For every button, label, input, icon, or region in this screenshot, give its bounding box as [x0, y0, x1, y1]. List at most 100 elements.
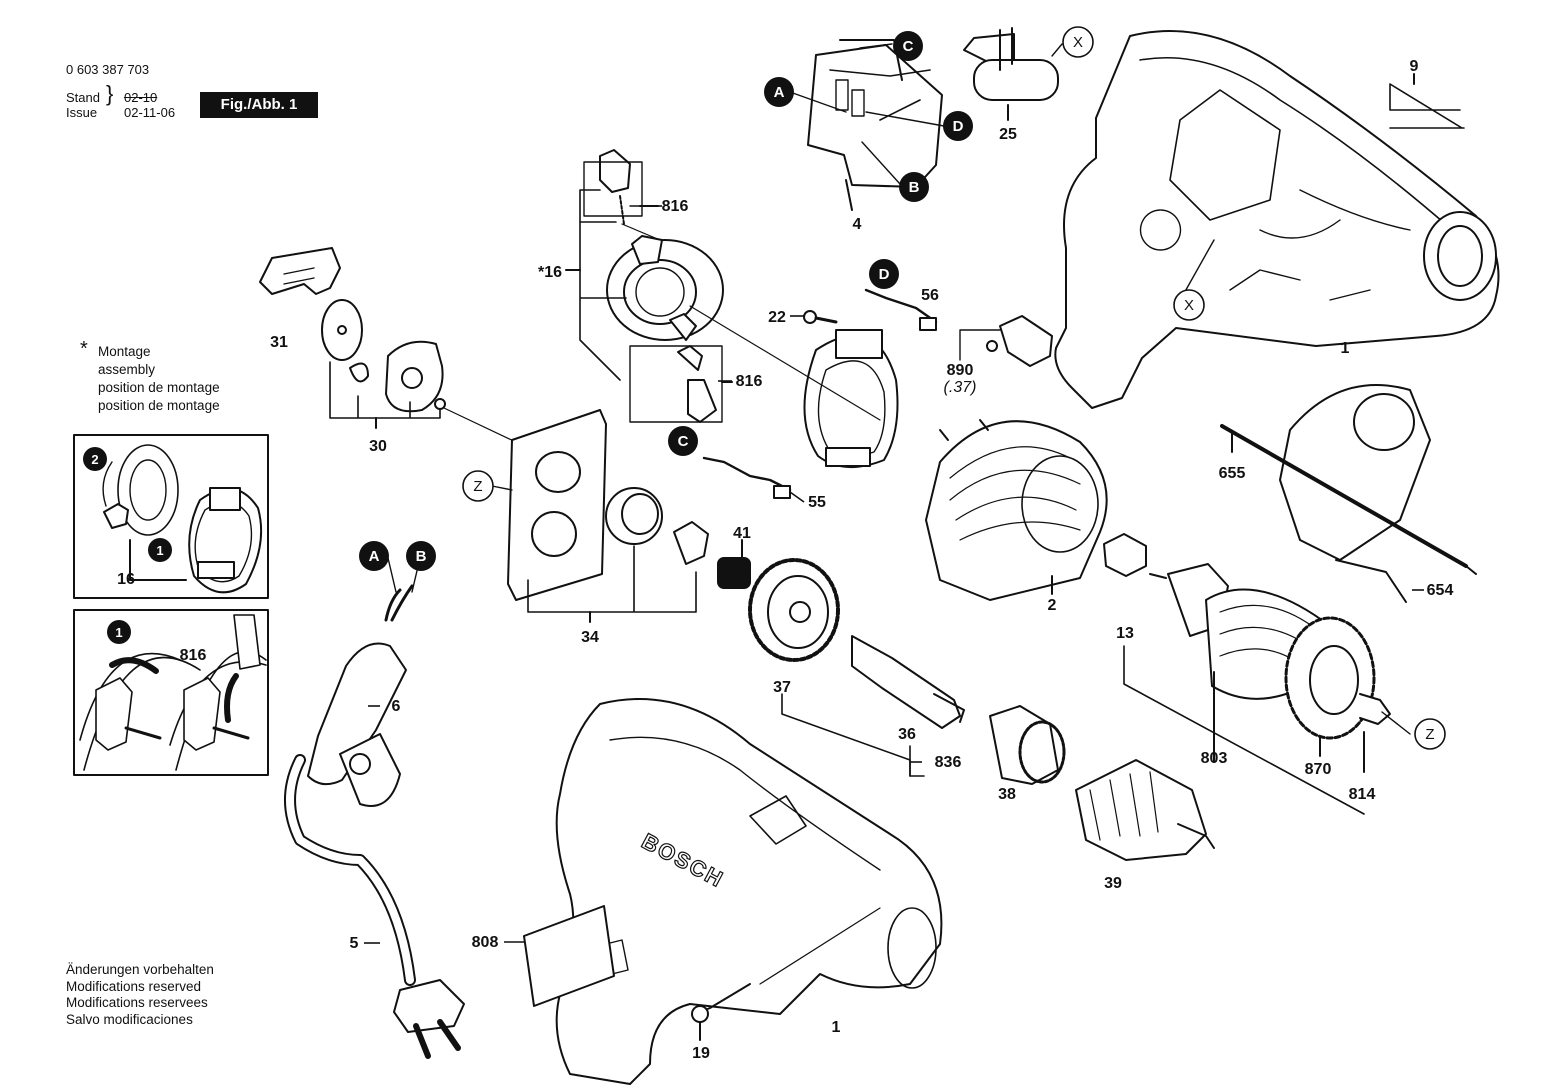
issue-label: Issue — [66, 105, 98, 120]
callout-d-contact — [869, 259, 899, 289]
clamp-890 — [959, 315, 1053, 367]
callout-d-switch — [943, 111, 973, 141]
part-label: 654 — [1427, 582, 1454, 599]
part-label: 816 — [736, 373, 763, 390]
part-label: 30 — [369, 438, 387, 455]
assembly-line: position de montage — [98, 398, 220, 413]
callout-letter: A — [774, 84, 785, 101]
bracket-34 — [527, 545, 697, 613]
part-label: 1 — [1341, 340, 1350, 357]
callout-letter: C — [903, 38, 914, 55]
bearing-13 — [1103, 533, 1147, 577]
assembly-line: assembly — [98, 362, 156, 377]
bearing-plate-34 — [507, 409, 607, 601]
inset-brush-holder — [188, 487, 263, 594]
wire-b — [390, 584, 414, 622]
carbon-brush-upper — [599, 149, 631, 225]
cable-clip-25 — [963, 27, 1059, 121]
callout-b-cord — [406, 541, 436, 571]
footer-note: Modifications reservees — [66, 995, 208, 1010]
figure-label: Fig./Abb. 1 — [200, 92, 318, 118]
callout-letter: B — [416, 548, 427, 565]
part-label: 6 — [392, 698, 401, 715]
part-label: 25 — [999, 126, 1017, 143]
part-label: 36 — [898, 726, 916, 743]
part-label: 803 — [1201, 750, 1228, 767]
needle-bearing-41 — [717, 557, 751, 589]
callout-a-switch — [764, 77, 794, 107]
gear-37 — [748, 558, 840, 662]
label-strip-9 — [1389, 73, 1465, 129]
callout-letter: A — [369, 548, 380, 565]
part-label: 13 — [1116, 625, 1134, 642]
bracket-16 — [579, 189, 627, 381]
stand-label: Stand — [66, 90, 100, 105]
bracket-glyph: } — [106, 81, 114, 106]
callout-letter: 2 — [91, 452, 98, 467]
part-label: 19 — [692, 1045, 710, 1062]
cam-30 — [385, 340, 444, 413]
callout-z-armature — [1414, 718, 1446, 750]
callout-x-clip — [1062, 26, 1094, 58]
plug-5 — [393, 979, 465, 1059]
part-label: 808 — [472, 934, 499, 951]
inset-brush-insert — [79, 614, 267, 771]
brush-holder-ring-16 — [606, 235, 724, 341]
inset-arrow-1 — [109, 657, 159, 674]
callout-2-inset — [83, 447, 107, 471]
contact-56 — [864, 288, 938, 331]
inset-arrow-2 — [224, 673, 239, 723]
callout-letter: D — [953, 118, 964, 135]
inset-box-16 — [73, 434, 269, 599]
gear-38 — [989, 705, 1066, 785]
stand-date: 02-10 — [124, 90, 158, 105]
part-label: 9 — [1410, 58, 1419, 75]
callout-c-contact — [668, 426, 698, 456]
depth-rod-655 — [1220, 424, 1468, 568]
callout-letter: B — [909, 179, 920, 196]
callout-1-inset-b — [107, 620, 131, 644]
callout-letter: X — [1184, 297, 1194, 314]
callout-letter: Z — [1425, 726, 1434, 743]
part-label: 31 — [270, 334, 288, 351]
inset-brush-ring — [102, 444, 179, 536]
callout-filled-group — [83, 31, 973, 644]
part-label: 37 — [773, 679, 791, 696]
callout-letter: C — [678, 433, 689, 450]
part-label: 816 — [662, 198, 689, 215]
label-808 — [523, 905, 615, 1007]
fan-870 — [1284, 616, 1391, 740]
assembly-line: Montage — [98, 344, 151, 359]
washer-30 — [321, 299, 363, 361]
assembly-marker: * — [80, 338, 88, 360]
footer-note: Modifications reserved — [66, 978, 202, 994]
issue-date: 02-11-06 — [124, 105, 176, 120]
screw-22 — [803, 310, 838, 324]
part-label: 890 — [947, 362, 974, 379]
part-label: 34 — [581, 629, 599, 646]
part-label: 39 — [1104, 875, 1122, 892]
part-label: 814 — [1349, 786, 1376, 803]
part-label: (.37) — [944, 379, 977, 396]
spring-30 — [349, 362, 369, 383]
bracket-816-a — [583, 161, 643, 217]
drawing-number: 0 603 387 703 — [66, 62, 150, 77]
part-label: 1 — [832, 1019, 841, 1036]
axis-line-16 — [689, 305, 881, 421]
part-label: 38 — [998, 786, 1016, 803]
part-label: 16 — [117, 571, 135, 588]
housing-half-bottom — [555, 698, 943, 1085]
bracket-816-b — [629, 345, 723, 423]
bracket-836 — [781, 693, 911, 777]
shaft-36 — [851, 635, 965, 729]
callout-letter: X — [1073, 34, 1083, 51]
callout-1-inset — [148, 538, 172, 562]
bearing-34 — [605, 487, 663, 545]
sleeve-34 — [673, 521, 709, 565]
part-label: 4 — [853, 216, 862, 233]
callout-b-switch — [899, 172, 929, 202]
chuck-39 — [1075, 759, 1215, 861]
callout-letter: 1 — [115, 625, 122, 640]
